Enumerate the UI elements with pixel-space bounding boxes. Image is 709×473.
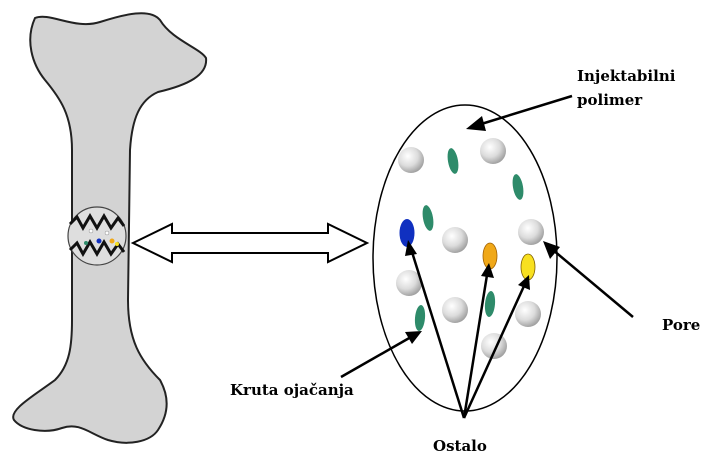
label-other: Ostalo xyxy=(433,437,487,455)
pore xyxy=(515,301,541,327)
label-injectable-polymer-line2: polimer xyxy=(577,91,643,109)
bone-defect-inset xyxy=(68,207,126,265)
pore xyxy=(398,147,424,173)
label-injectable-polymer-line1: Injektabilni xyxy=(577,67,676,85)
pore xyxy=(442,227,468,253)
label-rigid-reinforcement: Kruta ojačanja xyxy=(230,381,354,399)
double-arrow-icon xyxy=(133,224,367,262)
label-pores: Pore xyxy=(662,316,700,334)
pore xyxy=(518,219,544,245)
pore xyxy=(481,333,507,359)
pore xyxy=(480,138,506,164)
other-particle-blue xyxy=(400,219,415,247)
other-particle-orange xyxy=(483,243,497,269)
pore xyxy=(442,297,468,323)
